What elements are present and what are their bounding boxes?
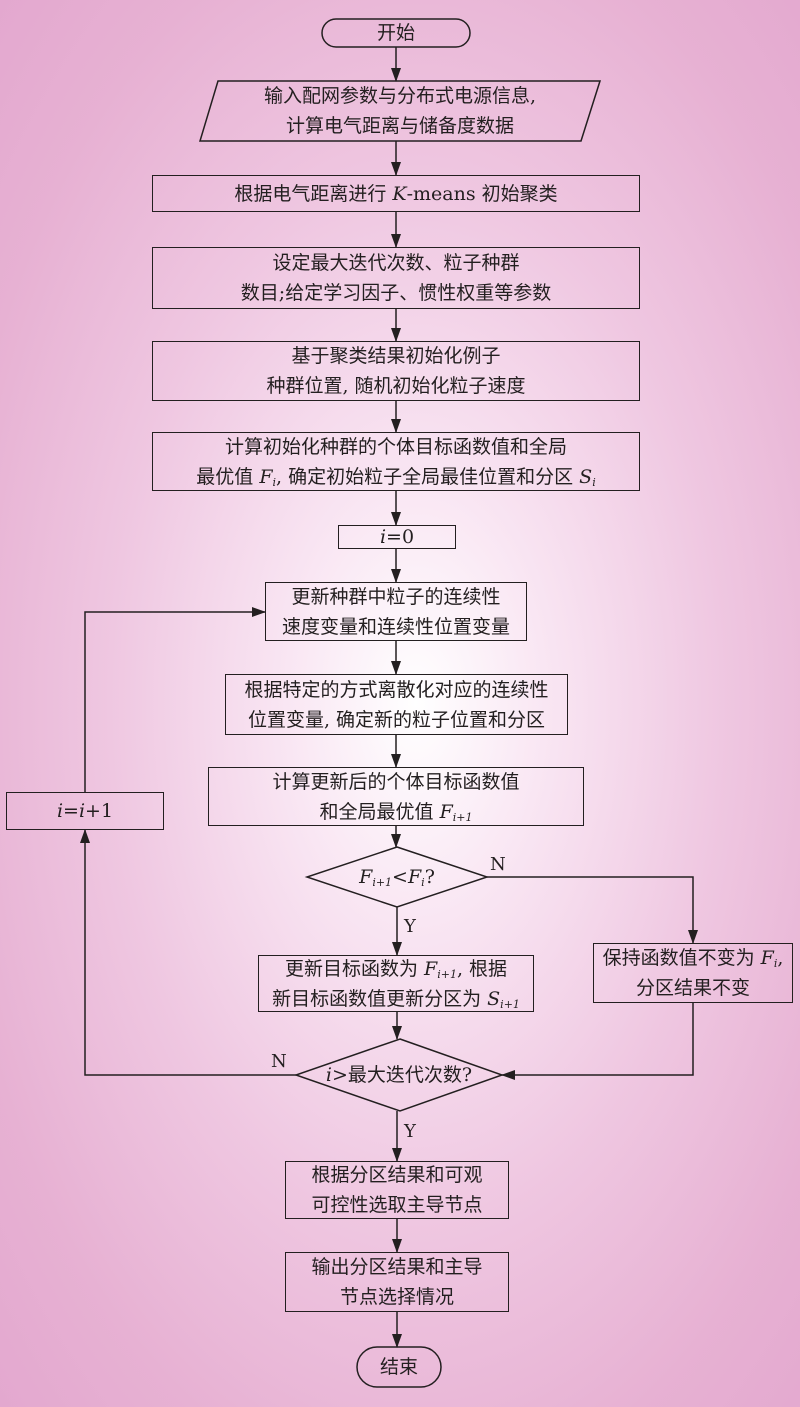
update-obj-line-1b: , 根据 [456, 957, 508, 980]
init-position-line-1: 基于聚类结果初始化例子 [291, 345, 501, 367]
keep-value-step: 保持函数值不变为 Fi, 分区结果不变 [593, 943, 793, 1003]
discretize-line-2: 位置变量, 确定新的粒子位置和分区 [247, 708, 546, 731]
inc-plus: +1 [85, 800, 114, 822]
params-line-2: 数目;给定学习因子、惯性权重等参数 [240, 282, 552, 304]
calc-initial-f-sub: i [272, 475, 277, 489]
update-obj-s-sub: i+1 [500, 997, 520, 1011]
discretize-step: 根据特定的方式离散化对应的连续性 位置变量, 确定新的粒子位置和分区 [225, 674, 568, 735]
cond1-q: ? [424, 866, 435, 888]
calc-initial-line-2b: , 确定初始粒子全局最佳位置和分区 [276, 465, 580, 488]
keep-f: F [760, 947, 774, 969]
cond1-f2: F [407, 866, 422, 888]
decision-2-yes-label: Y [404, 1121, 416, 1142]
keep-line-1b: , [777, 947, 784, 969]
i-zero-text: =0 [386, 526, 415, 548]
calc-initial-line-1: 计算初始化种群的个体目标函数值和全局 [224, 435, 567, 458]
init-position-step: 基于聚类结果初始化例子 种群位置, 随机初始化粒子速度 [152, 341, 640, 401]
update-objective-step: 更新目标函数为 Fi+1, 根据 新目标函数值更新分区为 Si+1 [258, 955, 534, 1012]
calc-initial-s-sub: i [592, 475, 596, 489]
kmeans-post: -means 初始聚类 [406, 182, 558, 205]
input-line-1: 输入配网参数与分布式电源信息, [263, 85, 537, 107]
calc-initial-step: 计算初始化种群的个体目标函数值和全局 最优值 Fi, 确定初始粒子全局最佳位置和… [152, 432, 640, 491]
cond1-sub1: i+1 [372, 876, 393, 889]
cond1-sub2: i [421, 876, 425, 889]
i-zero-var: i [379, 526, 387, 548]
keep-f-sub: i [773, 957, 778, 970]
decision-1-label: Fi+1<Fi? [317, 862, 477, 892]
decision-2-no-label: N [271, 1051, 287, 1072]
update-velocity-line-1: 更新种群中粒子的连续性 [291, 585, 501, 608]
calc-update-line-1: 计算更新后的个体目标函数值 [272, 770, 520, 793]
update-obj-f: F [424, 957, 438, 980]
discretize-line-1: 根据特定的方式离散化对应的连续性 [244, 678, 549, 701]
calc-initial-f: F [259, 465, 273, 488]
update-obj-line-1a: 更新目标函数为 [284, 957, 425, 980]
cond1-f1: F [359, 866, 373, 888]
params-step: 设定最大迭代次数、粒子种群 数目;给定学习因子、惯性权重等参数 [152, 247, 640, 309]
select-node-step: 根据分区结果和可观 可控性选取主导节点 [285, 1161, 509, 1219]
update-velocity-line-2: 速度变量和连续性位置变量 [281, 615, 510, 638]
update-velocity-step: 更新种群中粒子的连续性 速度变量和连续性位置变量 [265, 582, 527, 641]
inc-eq: = [63, 800, 79, 822]
decision-1-yes-label: Y [404, 916, 416, 937]
update-obj-s: S [487, 987, 501, 1010]
decision-shape-2 [293, 1038, 505, 1112]
calc-update-step: 计算更新后的个体目标函数值 和全局最优值 Fi+1 [208, 767, 584, 826]
increment-step: i=i+1 [6, 792, 164, 830]
decision-2-label: i>最大迭代次数? [306, 1060, 492, 1090]
calc-update-f: F [439, 800, 453, 823]
end-terminator: 结束 [357, 1347, 441, 1387]
select-line-1: 根据分区结果和可观 [311, 1164, 483, 1186]
kmeans-pre: 根据电气距离进行 [234, 182, 393, 205]
cond2-text: >最大迭代次数? [331, 1064, 473, 1086]
keep-line-1a: 保持函数值不变为 [602, 947, 761, 969]
end-label: 结束 [379, 1356, 418, 1378]
init-position-line-2: 种群位置, 随机初始化粒子速度 [266, 375, 526, 397]
decision-1-no-label: N [490, 854, 506, 875]
start-label: 开始 [376, 22, 415, 44]
update-obj-line-2a: 新目标函数值更新分区为 [272, 987, 488, 1010]
params-line-1: 设定最大迭代次数、粒子种群 [272, 252, 520, 274]
calc-update-line-2a: 和全局最优值 [319, 800, 440, 823]
cond1-lt: < [392, 866, 408, 888]
calc-initial-s: S [579, 465, 593, 488]
calc-initial-line-2a: 最优值 [196, 465, 260, 488]
keep-line-2: 分区结果不变 [635, 977, 750, 999]
update-obj-f-sub: i+1 [437, 967, 457, 981]
kmeans-step: 根据电气距离进行 K-means 初始聚类 [152, 175, 640, 212]
output-step: 输出分区结果和主导 节点选择情况 [285, 1252, 509, 1312]
output-line-1: 输出分区结果和主导 [311, 1256, 483, 1278]
i-zero-step: i=0 [338, 525, 456, 549]
calc-update-f-sub: i+1 [452, 810, 473, 824]
cond2-var: i [325, 1064, 332, 1086]
output-line-2: 节点选择情况 [339, 1286, 454, 1308]
input-data-node: 输入配网参数与分布式电源信息, 计算电气距离与储备度数据 [200, 81, 600, 141]
input-line-2: 计算电气距离与储备度数据 [285, 115, 514, 137]
inc-i2: i [78, 800, 86, 822]
start-terminator: 开始 [322, 19, 470, 47]
kmeans-var: K [392, 182, 407, 205]
input-shape [198, 80, 602, 142]
inc-i1: i [56, 800, 64, 822]
select-line-2: 可控性选取主导节点 [311, 1194, 483, 1216]
